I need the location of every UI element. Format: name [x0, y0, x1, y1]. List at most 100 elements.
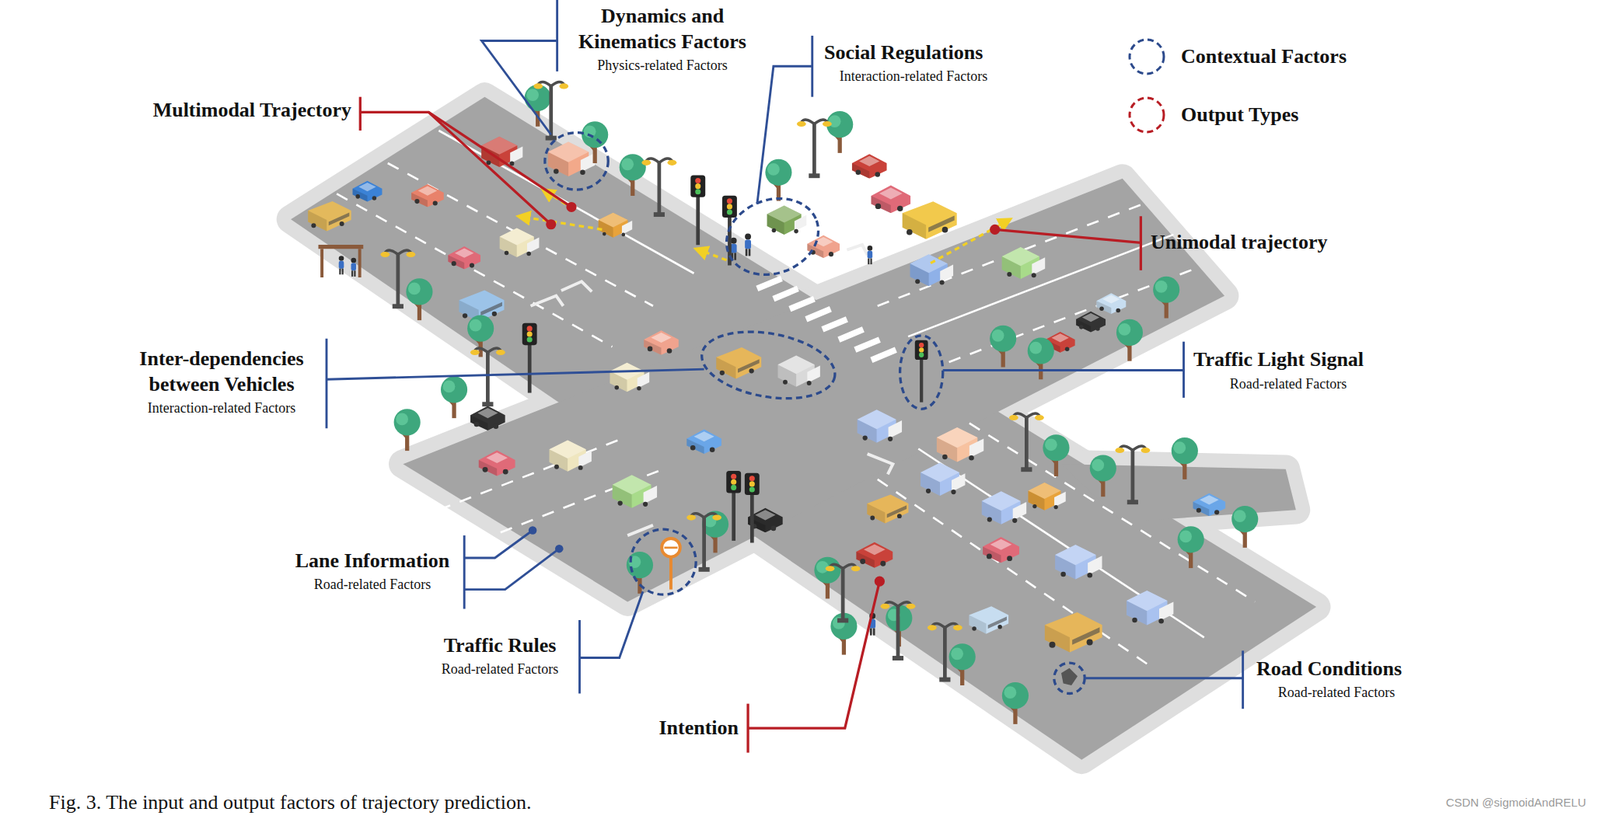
illustration-use: [686, 513, 722, 573]
figure-caption: Fig. 3. The input and output factors of …: [48, 790, 532, 817]
illustration-polyline: [747, 581, 880, 729]
illustration-polyline: [464, 548, 559, 591]
illustration-line: [949, 267, 1200, 363]
illustration-polyline: [579, 591, 643, 658]
illustration-use: [1171, 437, 1199, 480]
illustration-line: [438, 438, 622, 511]
illustration-use: [1231, 506, 1258, 549]
illustration-line: [325, 338, 329, 430]
illustration-use: [394, 408, 421, 451]
pedestrians: [318, 234, 877, 636]
illustration-use: [405, 278, 433, 321]
dashed-circle-sample: [1129, 97, 1164, 133]
illustration-use: [778, 356, 821, 388]
dashed-circle-sample: [1129, 39, 1164, 74]
illustration-use: [686, 429, 722, 455]
illustration-use: [744, 234, 752, 257]
illustration-path: [846, 244, 867, 256]
illustration-use: [690, 174, 706, 245]
illustration-line: [359, 97, 362, 131]
illustration-line: [479, 469, 664, 542]
illustration-use: [1055, 544, 1102, 580]
illustration-rect: [358, 248, 362, 278]
factor-heading: Traffic Light Signal: [1193, 347, 1364, 374]
illustration-use: [1177, 526, 1205, 569]
traffic-sign: [661, 538, 681, 591]
traffic-lights: [522, 174, 929, 543]
illustration-circle: [565, 202, 577, 213]
illustration-use: [1192, 493, 1226, 517]
illustration-line: [877, 479, 1153, 669]
lane-marking: [336, 130, 1255, 669]
pothole: [1061, 668, 1078, 686]
legend-swatch: [1126, 94, 1167, 136]
legend-swatch: [1126, 36, 1167, 77]
illustration-path: [531, 296, 564, 307]
illustration-use: [1042, 434, 1069, 477]
illustration-line: [757, 278, 783, 289]
output-dot: [545, 202, 1000, 587]
illustration-path: [867, 454, 894, 475]
illustration-polyline: [428, 111, 572, 207]
illustration-use: [1152, 276, 1180, 319]
output-heading: Unimodal trajectory: [1150, 230, 1328, 256]
illustration-line: [1241, 650, 1244, 710]
illustration-circle: [528, 526, 538, 535]
factor-category: Physics-related Factors: [597, 56, 727, 75]
illustration-use: [548, 141, 595, 177]
legend-entry: Output Types: [1126, 94, 1299, 136]
illustration-path: [695, 248, 727, 260]
illustration-circle: [661, 538, 681, 558]
trees: [394, 84, 1259, 725]
illustration-use: [581, 121, 608, 164]
illustration-use: [855, 542, 893, 569]
illustration-polyline: [995, 229, 1142, 243]
illustration-polyline: [1084, 677, 1243, 680]
output-heading: Multimodal Trajectory: [153, 97, 352, 124]
factor-heading: Inter-dependencies between Vehicles: [116, 346, 327, 398]
illustration-circle: [1054, 663, 1085, 694]
illustration-line: [822, 319, 848, 330]
illustration-use: [643, 330, 679, 356]
road: [290, 97, 1317, 761]
illustration-use: [880, 602, 916, 661]
factor-category: Road-related Factors: [441, 660, 559, 679]
illustration-use: [478, 450, 516, 477]
illustration-use: [447, 246, 481, 269]
illustration-ellipse: [716, 185, 830, 287]
factor-circle: [544, 132, 1085, 695]
illustration-use: [981, 491, 1027, 525]
illustration-circle: [555, 544, 564, 554]
illustration-line: [663, 547, 678, 550]
factor-category: Road-related Factors: [1278, 684, 1395, 703]
illustration-use: [1126, 590, 1174, 626]
illustration-ellipse: [900, 335, 944, 410]
illustration-use: [765, 159, 792, 202]
factor-heading: Dynamics and Kinematics Factors: [560, 3, 765, 55]
street-lamps: [380, 82, 1150, 683]
illustration-use: [1002, 247, 1046, 280]
scene: [290, 0, 1317, 761]
factor-heading: Social Regulations: [824, 40, 983, 67]
illustration-polyline: [757, 66, 813, 204]
illustration-use: [641, 158, 677, 217]
illustration-use: [522, 323, 538, 394]
illustration-use: [440, 376, 468, 419]
illustration-use: [920, 463, 965, 497]
illustration-use: [825, 564, 861, 623]
illustration-use: [796, 119, 832, 179]
illustration-circle: [989, 224, 1000, 235]
legend-text: Output Types: [1180, 103, 1299, 127]
illustration-line: [463, 535, 466, 610]
illustration-polyline: [464, 531, 533, 559]
illustration-use: [744, 473, 760, 544]
illustration-line: [871, 349, 897, 360]
illustration-use: [598, 213, 633, 238]
illustration-rect: [320, 248, 324, 278]
illustration-use: [915, 340, 929, 403]
illustration-use: [609, 363, 650, 392]
illustration-circle: [874, 576, 885, 587]
illustration-use: [1096, 293, 1126, 315]
illustration-use: [1009, 413, 1045, 472]
